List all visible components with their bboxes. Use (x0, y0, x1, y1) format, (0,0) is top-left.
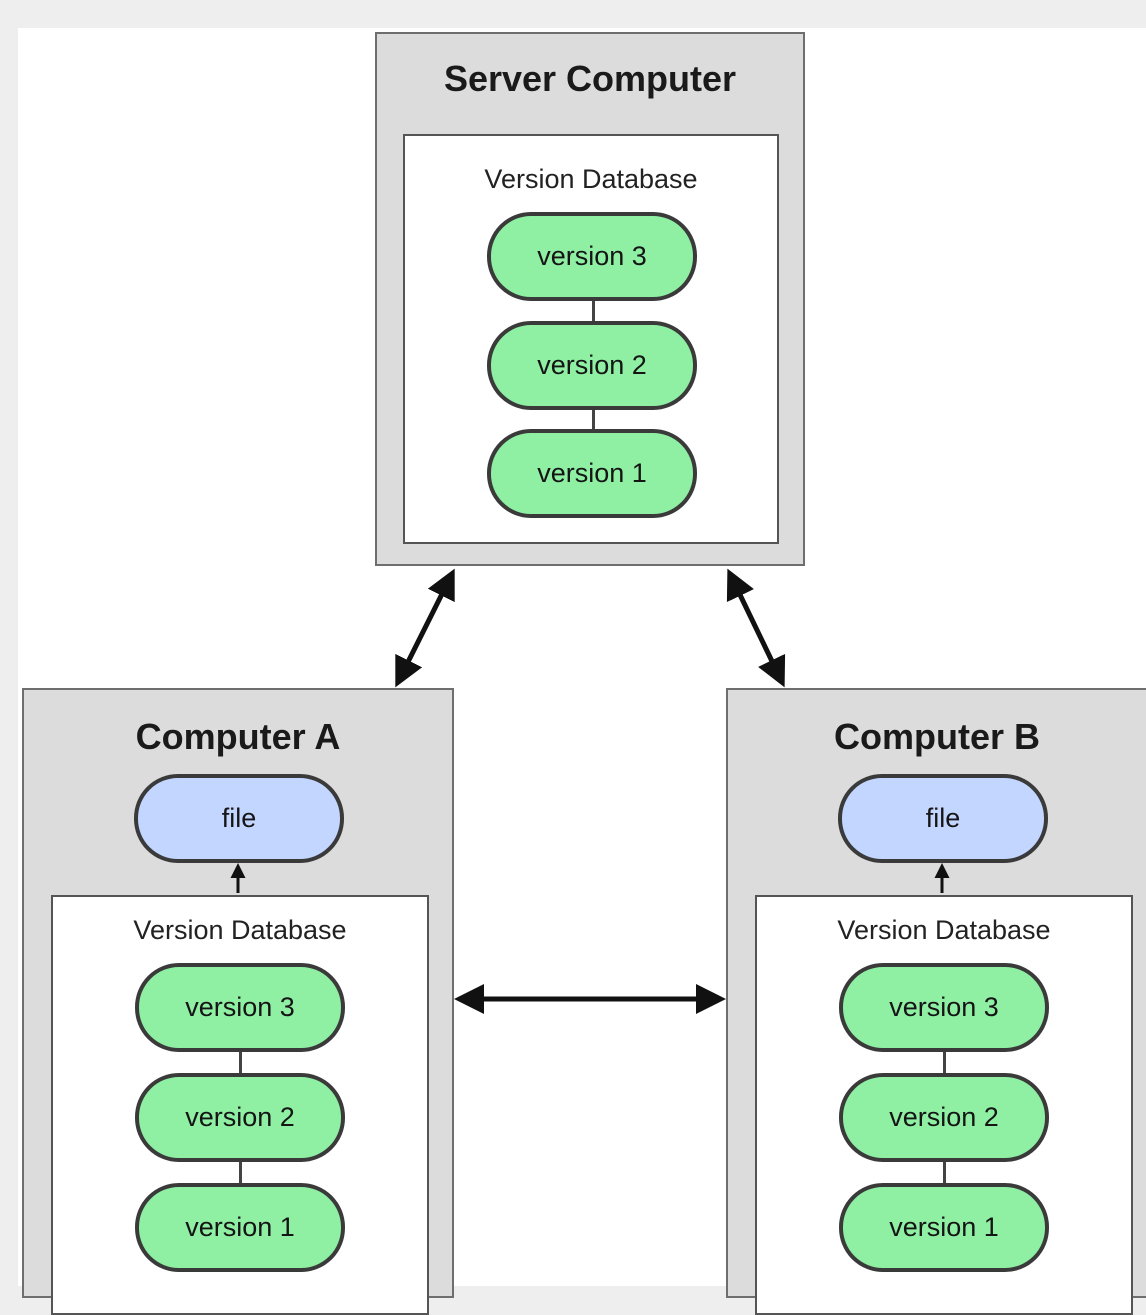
computer-a-version-database: Version Database version 3 version 2 ver… (51, 895, 429, 1315)
computer-b-version-1-node: version 1 (839, 1183, 1049, 1272)
computer-b-version-database: Version Database version 3 version 2 ver… (755, 895, 1133, 1315)
computer-b-title: Computer B (834, 716, 1040, 757)
computer-b-file-node: file (838, 774, 1048, 863)
computer-b-version-3-node: version 3 (839, 963, 1049, 1052)
computer-a-version-1-node: version 1 (135, 1183, 345, 1272)
computer-a-title: Computer A (135, 716, 341, 757)
server-computer-box: Server Computer Version Database version… (375, 32, 805, 566)
computer-b-connector-2-1 (943, 1161, 946, 1185)
server-version-1-node: version 1 (487, 429, 697, 518)
computer-a-version-3-node: version 3 (135, 963, 345, 1052)
computer-b-connector-3-2 (943, 1051, 946, 1075)
server-connector-3-2 (592, 301, 595, 325)
server-database-label: Version Database (484, 164, 698, 194)
server-connector-2-1 (592, 409, 595, 433)
computer-b-version-2-node: version 2 (839, 1073, 1049, 1162)
computer-a-version-2-node: version 2 (135, 1073, 345, 1162)
computer-a-file-node: file (134, 774, 344, 863)
server-version-3-node: version 3 (487, 212, 697, 301)
computer-a-connector-2-1 (239, 1161, 242, 1185)
server-computer-title: Server Computer (443, 58, 737, 99)
computer-b-box: Computer B file Version Database version… (726, 688, 1146, 1315)
computer-a-database-label: Version Database (133, 915, 347, 945)
server-version-2-node: version 2 (487, 321, 697, 410)
computer-a-box: Computer A file Version Database version… (22, 688, 454, 1315)
computer-b-database-label: Version Database (837, 915, 1051, 945)
computer-a-connector-3-2 (239, 1051, 242, 1075)
server-version-database: Version Database version 3 version 2 ver… (403, 134, 779, 544)
